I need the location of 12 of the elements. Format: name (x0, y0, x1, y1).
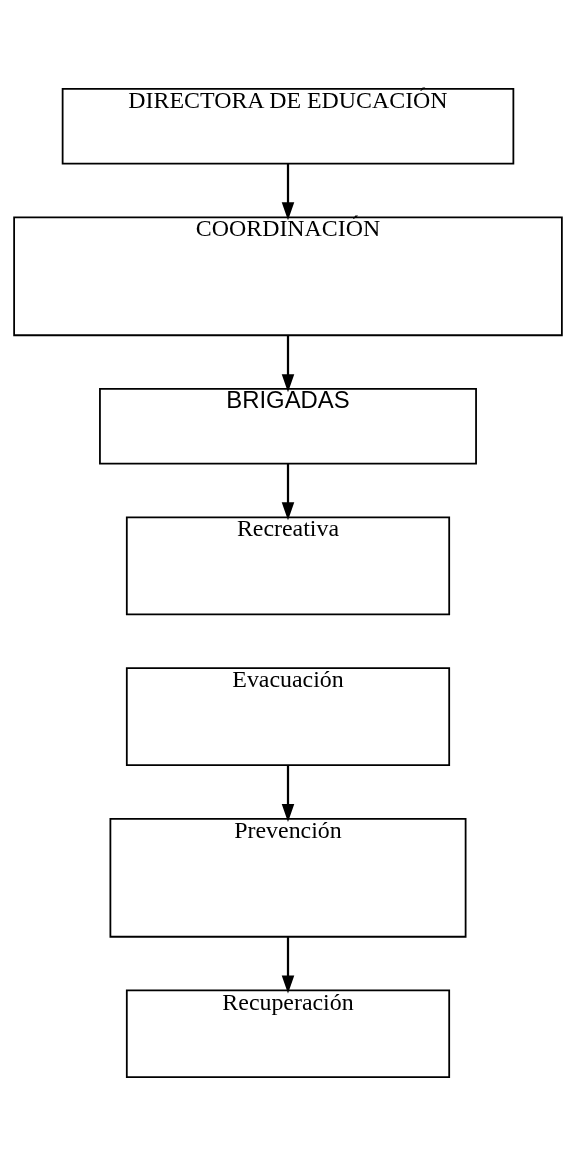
arrow (281, 463, 295, 521)
arrow (281, 335, 295, 393)
node-box: DIRECTORA DE EDUCACIÓN (61, 88, 515, 165)
arrow (281, 163, 295, 221)
arrow (281, 765, 295, 822)
arrow (281, 937, 295, 994)
node-box: COORDINACIÓN (13, 216, 563, 337)
node-box: Prevención (109, 817, 467, 938)
node-box: BRIGADAS (99, 388, 477, 465)
node-box: Recuperación (125, 989, 451, 1078)
node-box: Evacuación (125, 667, 451, 766)
node-box: Recreativa (125, 516, 451, 616)
